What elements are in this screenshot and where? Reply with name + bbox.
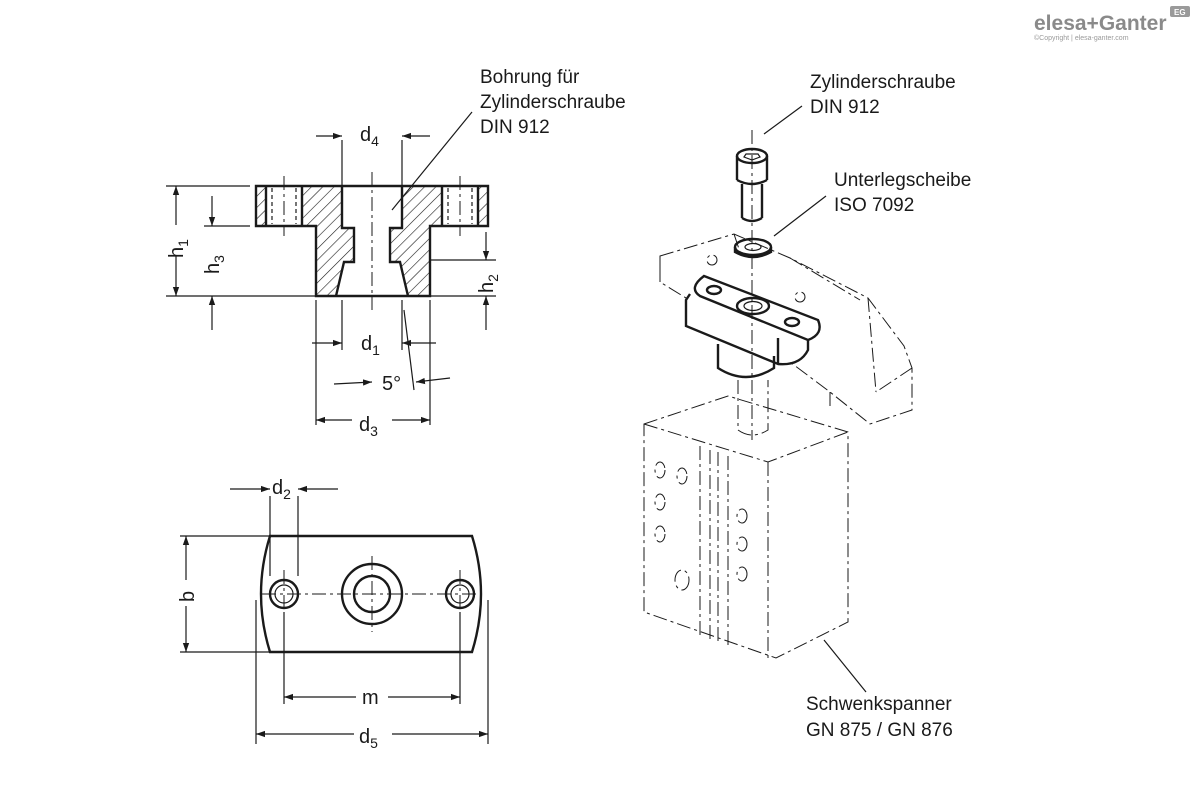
bore-callout-line-3: DIN 912 <box>480 117 550 138</box>
dim-b-label: b <box>177 591 199 602</box>
clamp-leader-line <box>823 639 867 693</box>
logo-copyright: ©Copyright | elesa-ganter.com <box>1034 34 1129 42</box>
brand-logo: elesa+Ganter EG ©Copyright | elesa-gante… <box>1034 6 1190 42</box>
bore-callout-line-2: Zylinderschraube <box>480 92 626 113</box>
screw-callout-line-1: Zylinderschraube <box>810 72 956 93</box>
dim-h1-label: h1 <box>166 239 191 258</box>
logo-badge <box>1170 6 1190 17</box>
plate-outline <box>259 534 483 654</box>
clamp-body-edges <box>643 423 849 658</box>
thread-lines <box>271 188 473 224</box>
svg-text:h2: h2 <box>476 274 501 293</box>
svg-text:b: b <box>177 591 199 602</box>
extension-lines <box>166 140 496 425</box>
clamp-piston <box>737 380 769 436</box>
clamp-callout-line-1: Schwenkspanner <box>806 694 952 715</box>
screw-callout-line-2: DIN 912 <box>810 97 880 118</box>
dim-d4-label: d4 <box>360 124 379 149</box>
clamp-body-outline <box>643 395 849 659</box>
bore-leader-line <box>391 111 473 211</box>
thread-outline <box>264 186 480 226</box>
swing-arm-edges <box>659 233 913 410</box>
washer <box>733 237 773 259</box>
bore-callout-line-1: Bohrung für <box>480 67 580 88</box>
logo-text: elesa+Ganter <box>1034 12 1167 35</box>
logo-badge-text: EG <box>1174 8 1186 17</box>
assembly-view: Zylinderschraube DIN 912 Unterlegscheibe… <box>643 72 971 741</box>
clamping-plate <box>684 274 821 379</box>
top-view-center-lines <box>262 556 482 632</box>
dim-h3-label: h3 <box>202 255 227 274</box>
washer-callout-line-2: ISO 7092 <box>834 195 914 216</box>
dim-d2-label: d2 <box>272 477 291 502</box>
bore-outline <box>334 186 410 297</box>
angle-line <box>403 309 415 391</box>
washer-leader-line <box>773 195 827 237</box>
top-extension-lines <box>180 496 489 744</box>
svg-text:h3: h3 <box>202 255 227 274</box>
dim-angle-label: 5° <box>382 373 401 395</box>
dim-h2-label: h2 <box>476 274 501 293</box>
cylinder-screw <box>735 147 769 223</box>
section-view: h1 h3 h2 d4 d1 5° d3 Bohrung für <box>162 67 626 439</box>
screw-leader-line <box>763 105 803 135</box>
clamp-callout-line-2: GN 875 / GN 876 <box>806 720 953 741</box>
dim-m-label: m <box>362 687 379 709</box>
clamp-body-groove <box>699 446 729 646</box>
swing-arm-outline <box>659 233 913 425</box>
swing-clamp-body <box>643 380 849 659</box>
angle-arrow-right <box>415 377 451 385</box>
top-view: b d2 m d5 <box>172 477 489 751</box>
dim-d3-label: d3 <box>359 414 378 439</box>
angle-arrow-left <box>333 379 373 386</box>
dim-d1-label: d1 <box>361 333 380 358</box>
washer-callout-line-1: Unterlegscheibe <box>834 170 971 191</box>
dim-d5-label: d5 <box>359 726 378 751</box>
svg-text:h1: h1 <box>166 239 191 258</box>
